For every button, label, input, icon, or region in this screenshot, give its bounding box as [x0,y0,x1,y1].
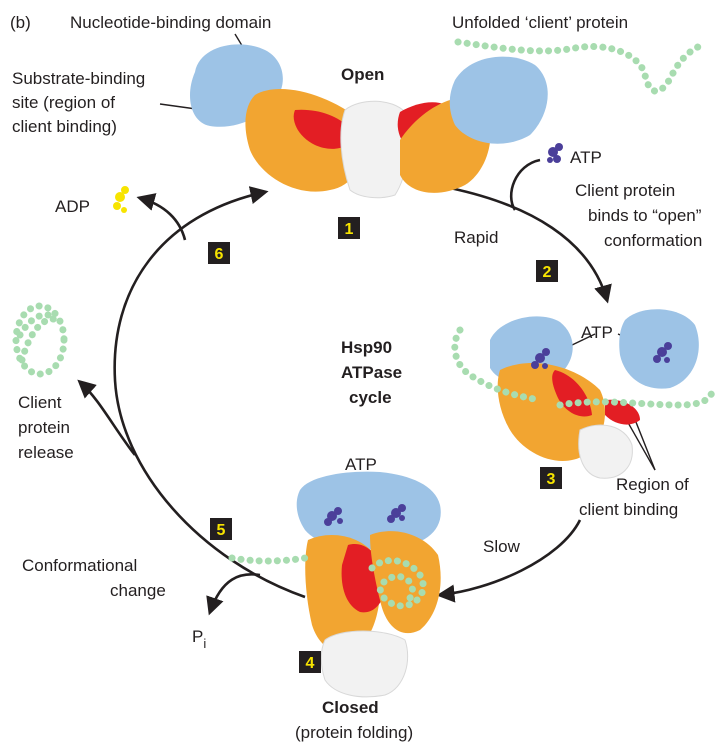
adp-molecule [113,186,129,213]
adp-label: ADP [55,197,90,216]
atp-bound-client-protein [451,326,716,409]
open-nbd-right [449,56,548,144]
rapid-arrow [449,186,612,304]
substrate-binding-label-line2: site (region of [12,93,115,112]
conformational-change-line2: change [110,581,166,600]
client-binds-line3: conformation [604,231,702,250]
step-badge-6: 6 [208,242,230,264]
atp-label-top: ATP [570,148,602,167]
step-badge-2: 2 [536,260,558,282]
protein-folding-label: (protein folding) [295,723,413,742]
open-red-left [293,109,355,149]
client-release-arrow [77,379,137,456]
cycle-title-line2: ATPase [341,363,402,382]
cycle-arrows [77,158,612,616]
released-client-protein [12,302,68,378]
substrate-binding-label-line3: client binding) [12,117,117,136]
svg-text:3: 3 [547,471,556,488]
pi-label: Pi [192,627,206,651]
atp-label-closed: ATP [345,455,377,474]
open-white-center [340,100,409,199]
client-binds-line2: binds to “open” [588,206,702,225]
atp-molecule-mid-left [531,348,550,369]
atp-molecule-closed-right [387,504,406,523]
region-client-binding-line1: Region of [616,475,689,494]
step-badge-3: 3 [540,467,562,489]
svg-text:2: 2 [543,264,552,281]
closed-client-protein [228,554,427,610]
atp-entry-hook [509,158,541,211]
svg-text:5: 5 [217,522,226,539]
closed-middle-right [370,531,441,634]
client-release-line2: protein [18,418,70,437]
svg-text:4: 4 [306,655,315,672]
atp-molecule-closed-left [324,507,343,526]
step-badge-4: 4 [299,651,321,673]
panel-label: (b) [10,13,31,32]
nucleotide-binding-domain-label: Nucleotide-binding domain [70,13,271,32]
closed-state-label: Closed [322,698,379,717]
cycle-title-line3: cycle [349,388,392,407]
open-state-label: Open [341,65,384,84]
substrate-binding-label-line1: Substrate-binding [12,69,145,88]
atp-molecule-mid-right [653,342,672,363]
atp-molecule-top [547,143,563,163]
unfolded-client-protein-top [454,38,706,95]
pi-release-arrow [206,573,261,616]
slow-arrow [436,519,582,603]
client-binds-line1: Client protein [575,181,675,200]
step-badge-1: 1 [338,217,360,239]
cycle-title-line1: Hsp90 [341,338,392,357]
slow-label: Slow [483,537,521,556]
region-client-binding-line2: client binding [579,500,678,519]
adp-release-arrow [136,193,187,241]
unfolded-client-protein-label: Unfolded ‘client’ protein [452,13,628,32]
client-release-line3: release [18,443,74,462]
client-release-line1: Client [18,393,62,412]
closed-conformation [296,471,441,698]
conformational-change-line1: Conformational [22,556,137,575]
open-middle-left [245,89,364,192]
mid-white-base [578,424,633,479]
step-badge-5: 5 [210,518,232,540]
closed-nbd [296,471,441,550]
svg-text:1: 1 [345,221,354,238]
open-conformation [190,44,548,199]
mid-red-region [552,370,592,417]
svg-text:6: 6 [215,246,224,263]
rapid-label: Rapid [454,228,498,247]
closed-white-base [320,630,409,698]
